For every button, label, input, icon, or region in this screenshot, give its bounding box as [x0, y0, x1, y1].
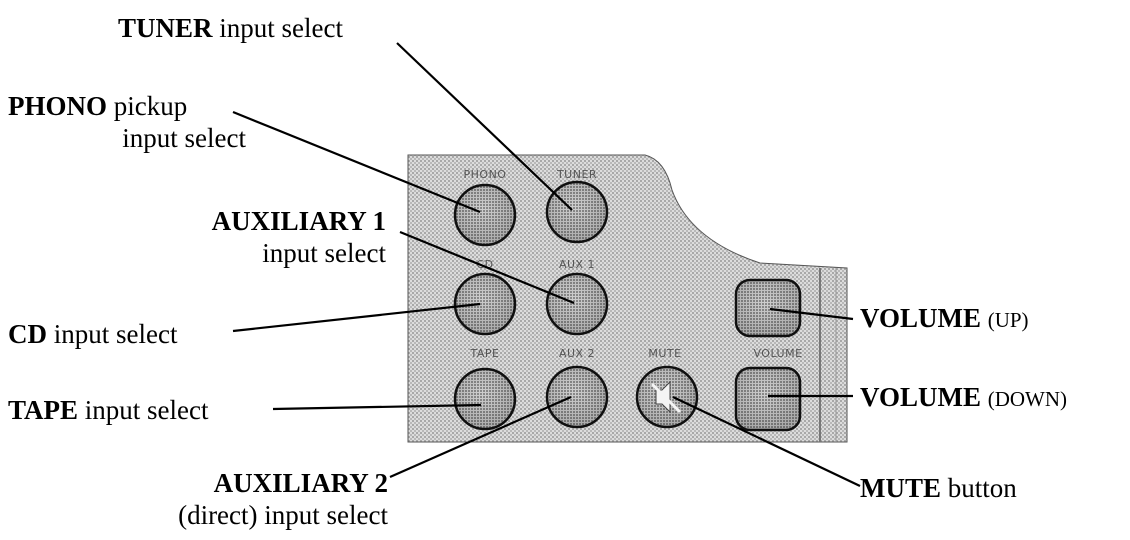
remote-panel: [407, 154, 848, 443]
mute-button[interactable]: [635, 365, 699, 429]
aux1-button[interactable]: [545, 272, 609, 336]
phono-button[interactable]: [453, 183, 517, 247]
callout-volume-down: VOLUME (DOWN): [860, 382, 1068, 412]
label-mute: MUTE: [648, 347, 681, 360]
leader-aux1: [399, 230, 575, 305]
label-aux1: AUX 1: [559, 258, 595, 271]
tape-button[interactable]: [453, 367, 517, 431]
label-volume: VOLUME: [753, 347, 802, 360]
leader-aux2: [389, 395, 572, 479]
callout-aux2: AUXILIARY 2 (direct) input select: [178, 468, 388, 530]
cd-button[interactable]: [453, 272, 517, 336]
tuner-button[interactable]: [545, 180, 609, 244]
speaker-muted-icon: [650, 380, 682, 414]
label-tape: TAPE: [470, 347, 500, 360]
leader-cd: [232, 302, 481, 333]
callout-aux1: AUXILIARY 1 input select: [211, 206, 386, 268]
label-aux2: AUX 2: [559, 347, 595, 360]
volume-up-button[interactable]: [734, 278, 802, 338]
leader-mute: [672, 396, 861, 487]
label-tuner: TUNER: [556, 168, 597, 181]
callout-mute: MUTE button: [860, 473, 1017, 503]
volume-down-button[interactable]: [734, 366, 802, 432]
callout-tuner: TUNER input select: [118, 13, 343, 43]
callout-volume-up: VOLUME (UP): [860, 303, 1029, 333]
leader-tape: [272, 403, 482, 411]
callout-tape: TAPE input select: [8, 395, 209, 425]
callout-cd: CD input select: [8, 319, 178, 349]
leader-tuner: [396, 42, 573, 211]
leader-phono: [232, 110, 481, 214]
leader-volume-up: [769, 307, 854, 321]
aux2-button[interactable]: [545, 365, 609, 429]
callout-phono: PHONO pickup input select: [8, 91, 246, 153]
label-phono: PHONO: [464, 168, 507, 181]
